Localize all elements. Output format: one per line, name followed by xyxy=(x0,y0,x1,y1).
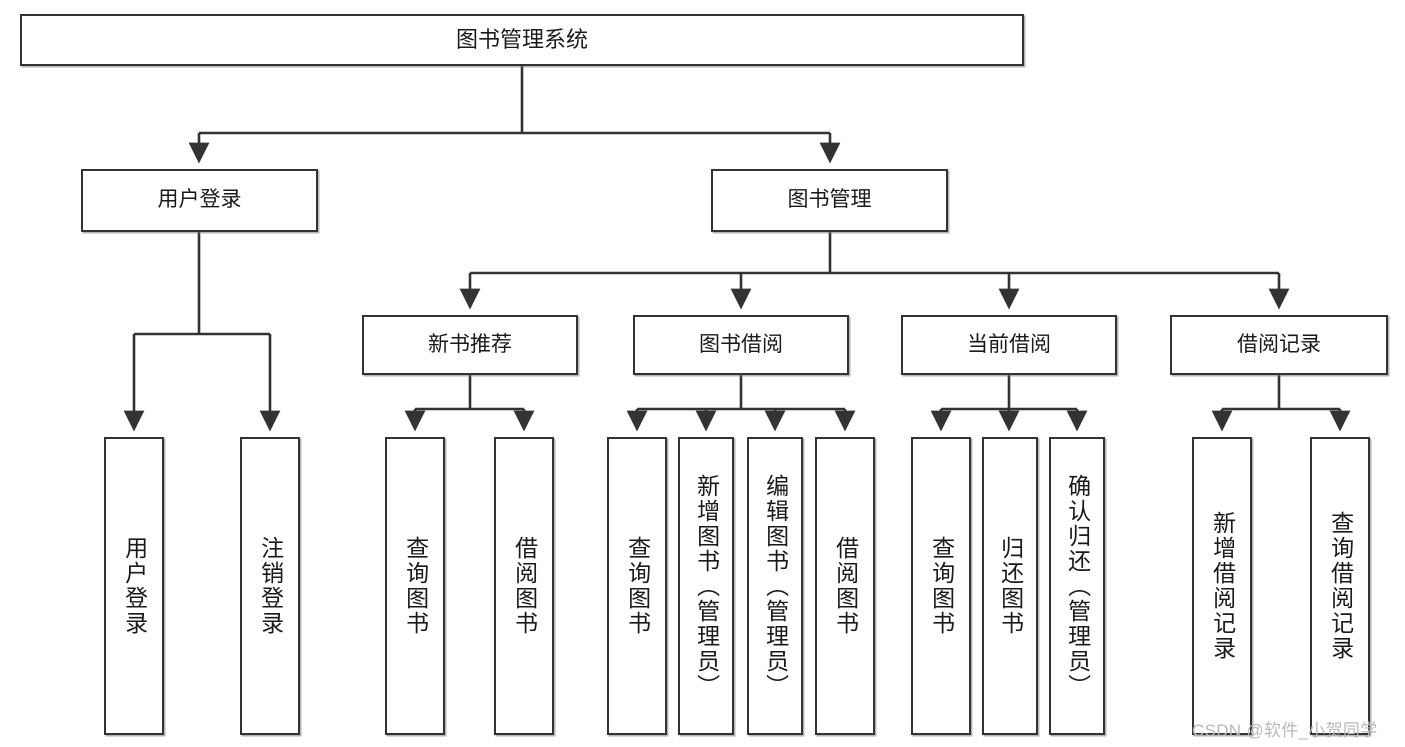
node-book-borrow-label: 图书借阅 xyxy=(699,332,783,356)
node-leaf-query-record-label: 查询借阅记录 xyxy=(1327,511,1354,661)
node-leaf-edit-book-label: 编辑图书（管理员） xyxy=(762,473,789,699)
node-leaf-return-book-label: 归还图书 xyxy=(997,536,1024,636)
node-borrow-record-label: 借阅记录 xyxy=(1237,332,1321,356)
node-leaf-query-book-2[interactable]: 查询图书 xyxy=(607,437,667,735)
node-leaf-query-record[interactable]: 查询借阅记录 xyxy=(1310,437,1370,735)
node-new-book-recommend[interactable]: 新书推荐 xyxy=(362,315,578,375)
node-leaf-edit-book[interactable]: 编辑图书（管理员） xyxy=(747,437,803,735)
node-leaf-query-book-3[interactable]: 查询图书 xyxy=(911,437,971,735)
node-new-book-recommend-label: 新书推荐 xyxy=(428,332,512,356)
node-leaf-add-book[interactable]: 新增图书（管理员） xyxy=(678,437,734,735)
node-leaf-borrow-book-1[interactable]: 借阅图书 xyxy=(494,437,554,735)
node-leaf-query-book-1-label: 查询图书 xyxy=(402,536,429,636)
node-leaf-borrow-book-2[interactable]: 借阅图书 xyxy=(815,437,875,735)
node-leaf-borrow-book-2-label: 借阅图书 xyxy=(832,536,859,636)
node-leaf-confirm-return[interactable]: 确认归还（管理员） xyxy=(1049,437,1105,735)
node-leaf-user-logout[interactable]: 注销登录 xyxy=(240,437,300,735)
node-book-management-label: 图书管理 xyxy=(787,188,872,212)
node-leaf-user-login-label: 用户登录 xyxy=(121,536,148,636)
csdn-watermark: CSDN @软件_小贺同学 xyxy=(1192,721,1378,740)
node-leaf-borrow-book-1-label: 借阅图书 xyxy=(511,536,538,636)
node-leaf-user-logout-label: 注销登录 xyxy=(257,536,284,636)
node-leaf-query-book-3-label: 查询图书 xyxy=(928,536,955,636)
node-leaf-confirm-return-label: 确认归还（管理员） xyxy=(1064,473,1091,699)
node-borrow-record[interactable]: 借阅记录 xyxy=(1170,315,1388,375)
node-leaf-query-book-1[interactable]: 查询图书 xyxy=(385,437,445,735)
node-leaf-add-book-label: 新增图书（管理员） xyxy=(693,473,720,699)
node-book-management[interactable]: 图书管理 xyxy=(711,169,948,232)
node-leaf-add-record-label: 新增借阅记录 xyxy=(1209,511,1236,661)
node-leaf-add-record[interactable]: 新增借阅记录 xyxy=(1192,437,1252,735)
node-current-borrow[interactable]: 当前借阅 xyxy=(901,315,1117,375)
node-root-label: 图书管理系统 xyxy=(455,27,588,53)
node-user-login[interactable]: 用户登录 xyxy=(81,169,318,232)
node-current-borrow-label: 当前借阅 xyxy=(967,332,1051,356)
node-user-login-label: 用户登录 xyxy=(157,188,242,212)
node-book-borrow[interactable]: 图书借阅 xyxy=(633,315,849,375)
node-root[interactable]: 图书管理系统 xyxy=(20,14,1024,66)
node-leaf-user-login[interactable]: 用户登录 xyxy=(104,437,164,735)
node-leaf-return-book[interactable]: 归还图书 xyxy=(982,437,1038,735)
node-leaf-query-book-2-label: 查询图书 xyxy=(624,536,651,636)
